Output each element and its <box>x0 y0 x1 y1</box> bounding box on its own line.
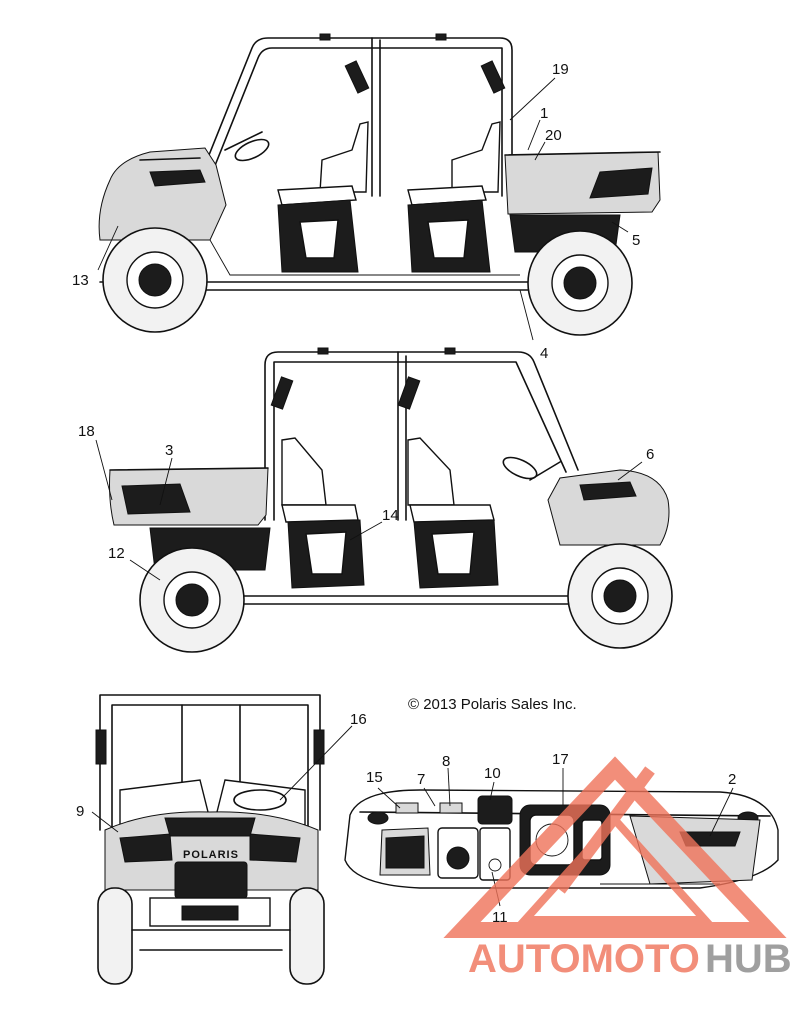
leader-lines-view-1 <box>97 77 629 341</box>
copyright-text: © 2013 Polaris Sales Inc. <box>408 696 577 713</box>
callout-4: 4 <box>540 345 548 362</box>
watermark-text-automoto: AUTOMOTO <box>468 937 700 981</box>
vehicle-right-side-view <box>109 347 673 653</box>
callout-6: 6 <box>646 446 654 463</box>
callout-15: 15 <box>366 769 383 786</box>
callout-11: 11 <box>492 909 508 926</box>
callout-20: 20 <box>545 127 562 144</box>
watermark-text-hub: HUB <box>705 937 792 981</box>
leader-lines-view-2 <box>95 439 643 581</box>
vehicle-front-view: POLARIS <box>95 694 325 985</box>
callout-18: 18 <box>78 423 95 440</box>
callout-10: 10 <box>484 765 501 782</box>
callout-7: 7 <box>417 771 425 788</box>
callout-8: 8 <box>442 753 450 770</box>
vehicle-left-side-view <box>98 33 661 336</box>
callout-3: 3 <box>165 442 173 459</box>
grille-brand-text: POLARIS <box>183 849 239 861</box>
automotohub-watermark-logo: AUTOMOTO HUB <box>443 756 792 981</box>
callout-2: 2 <box>728 771 736 788</box>
callout-16: 16 <box>350 711 367 728</box>
callout-17: 17 <box>552 751 569 768</box>
leader-lines-view-3 <box>91 725 353 833</box>
callout-13: 13 <box>72 272 89 289</box>
callout-1: 1 <box>540 105 548 122</box>
callout-9: 9 <box>76 803 84 820</box>
callout-12: 12 <box>108 545 125 562</box>
callouts: 19 1 20 5 13 4 18 3 6 14 12 16 9 15 7 8 … <box>72 61 736 926</box>
callout-19: 19 <box>552 61 569 78</box>
callout-5: 5 <box>632 232 640 249</box>
callout-14: 14 <box>382 507 399 524</box>
